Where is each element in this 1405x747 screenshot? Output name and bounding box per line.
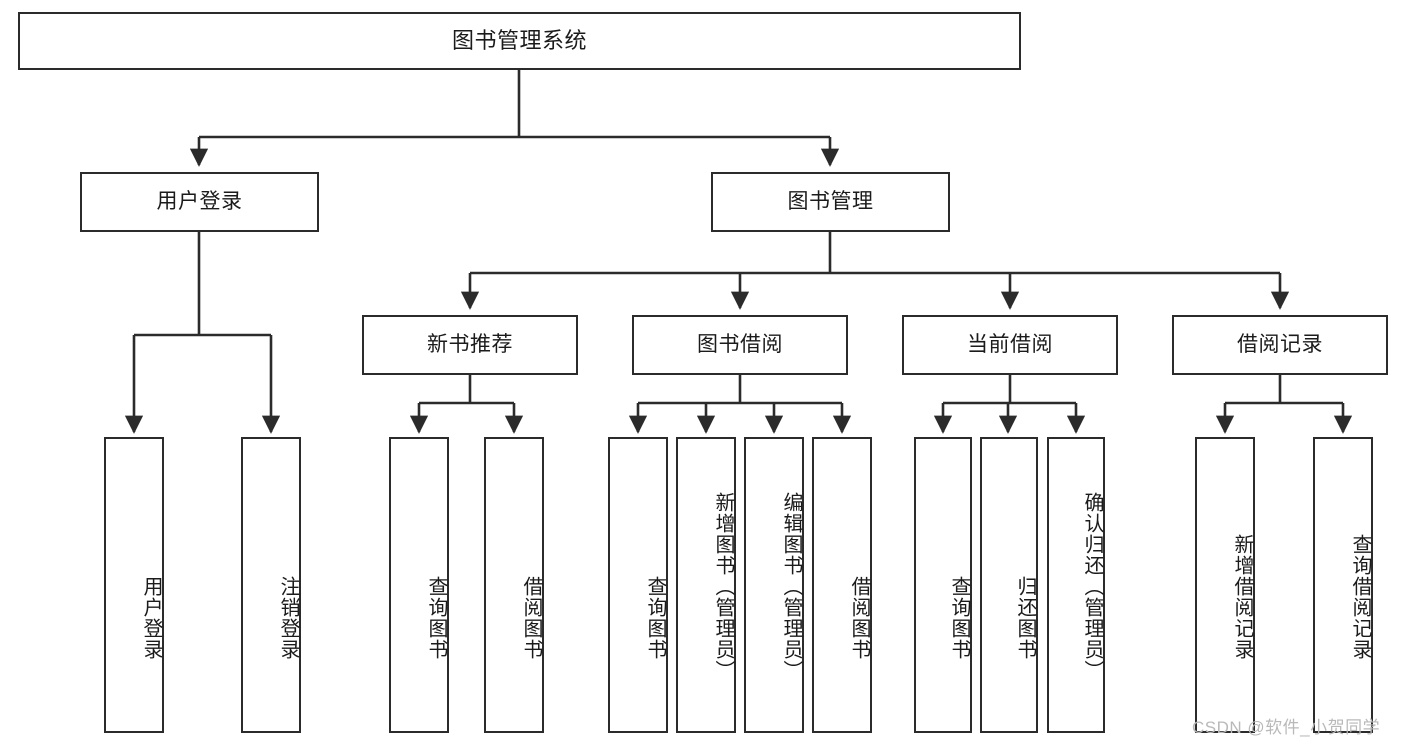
node-root-system[interactable]: 图书管理系统 xyxy=(18,12,1021,70)
leaf-return-book[interactable]: 归还图书 xyxy=(980,437,1038,733)
leaf-query-book-borrow[interactable]: 查询图书 xyxy=(608,437,668,733)
node-current-borrow[interactable]: 当前借阅 xyxy=(902,315,1118,375)
leaf-query-book-current[interactable]: 查询图书 xyxy=(914,437,972,733)
leaf-borrow-book-recommend[interactable]: 借阅图书 xyxy=(484,437,544,733)
leaf-query-book-recommend[interactable]: 查询图书 xyxy=(389,437,449,733)
leaf-query-borrow-record[interactable]: 查询借阅记录 xyxy=(1313,437,1373,733)
leaf-user-login[interactable]: 用户登录 xyxy=(104,437,164,733)
leaf-add-book-admin[interactable]: 新增图书（管理员） xyxy=(676,437,736,733)
node-new-book-recommend[interactable]: 新书推荐 xyxy=(362,315,578,375)
csdn-watermark: CSDN @软件_小贺同学 xyxy=(1192,718,1381,737)
node-book-management[interactable]: 图书管理 xyxy=(711,172,950,232)
leaf-add-borrow-record[interactable]: 新增借阅记录 xyxy=(1195,437,1255,733)
node-book-borrow[interactable]: 图书借阅 xyxy=(632,315,848,375)
leaf-borrow-book[interactable]: 借阅图书 xyxy=(812,437,872,733)
leaf-logout[interactable]: 注销登录 xyxy=(241,437,301,733)
node-borrow-records[interactable]: 借阅记录 xyxy=(1172,315,1388,375)
node-user-login[interactable]: 用户登录 xyxy=(80,172,319,232)
leaf-edit-book-admin[interactable]: 编辑图书（管理员） xyxy=(744,437,804,733)
leaf-confirm-return-admin[interactable]: 确认归还（管理员） xyxy=(1047,437,1105,733)
